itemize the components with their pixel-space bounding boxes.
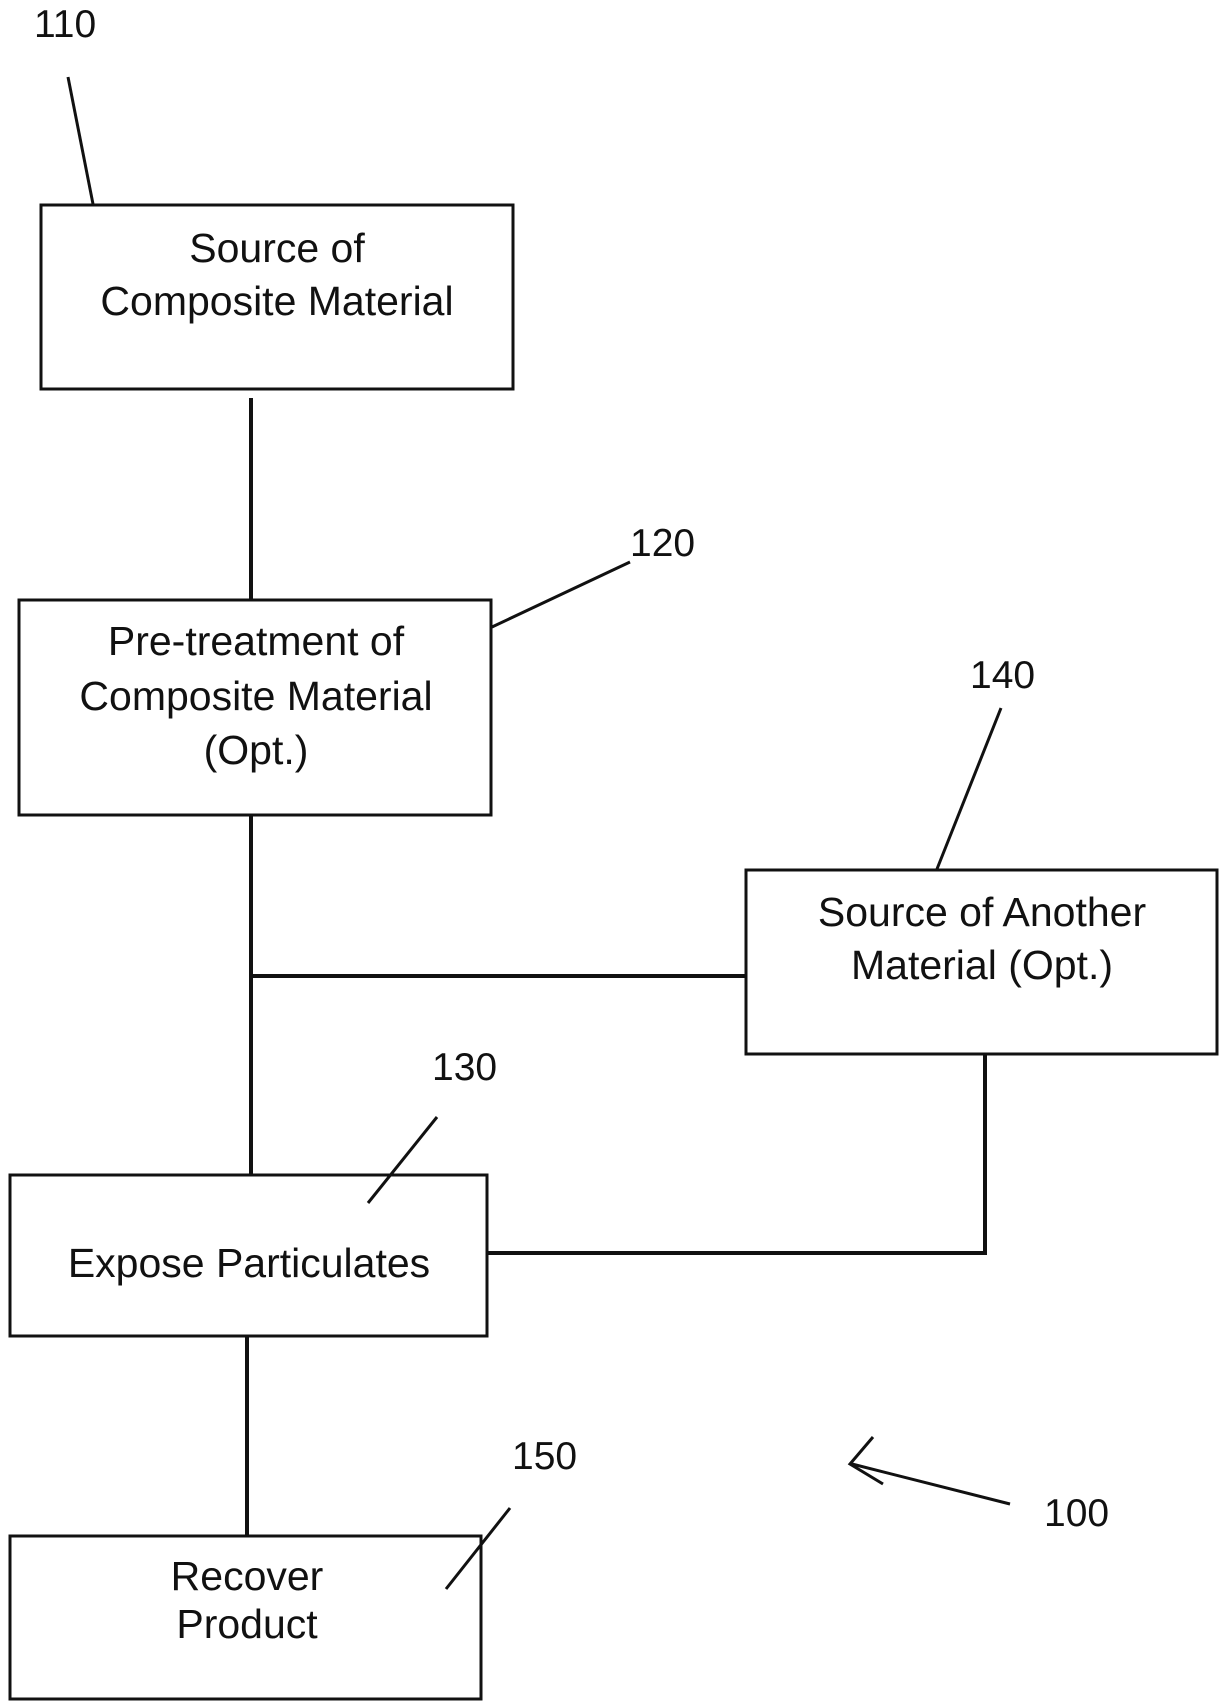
box-source-composite: Source of Composite Material bbox=[41, 205, 513, 389]
box-pretreatment-line-3: (Opt.) bbox=[204, 727, 309, 773]
leader-line-120 bbox=[492, 562, 630, 627]
box-recover-product-line-2: Product bbox=[176, 1601, 318, 1647]
connector-140-to-130 bbox=[488, 1055, 985, 1253]
ref-label-130: 130 bbox=[432, 1046, 497, 1089]
ref-label-140: 140 bbox=[970, 654, 1035, 697]
box-source-composite-line-2: Composite Material bbox=[100, 278, 453, 324]
ref-label-150: 150 bbox=[512, 1435, 577, 1478]
box-source-another: Source of Another Material (Opt.) bbox=[746, 870, 1217, 1054]
ref-label-100: 100 bbox=[1044, 1492, 1109, 1535]
box-source-another-line-1: Source of Another bbox=[818, 889, 1146, 935]
ref-label-110: 110 bbox=[34, 3, 96, 46]
leader-line-110 bbox=[68, 77, 93, 204]
arrow-100-icon bbox=[850, 1437, 1010, 1504]
box-recover-product: Recover Product bbox=[10, 1536, 481, 1699]
box-pretreatment-line-2: Composite Material bbox=[79, 673, 432, 719]
box-pretreatment: Pre-treatment of Composite Material (Opt… bbox=[19, 600, 491, 815]
box-source-composite-line-1: Source of bbox=[189, 225, 365, 271]
box-expose-particulates: Expose Particulates bbox=[10, 1175, 487, 1336]
box-pretreatment-line-1: Pre-treatment of bbox=[108, 618, 405, 664]
box-source-another-line-2: Material (Opt.) bbox=[851, 942, 1113, 988]
box-expose-particulates-line-1: Expose Particulates bbox=[68, 1240, 430, 1286]
leader-line-140 bbox=[937, 708, 1001, 869]
ref-label-120: 120 bbox=[630, 522, 695, 565]
box-recover-product-line-1: Recover bbox=[171, 1553, 324, 1599]
